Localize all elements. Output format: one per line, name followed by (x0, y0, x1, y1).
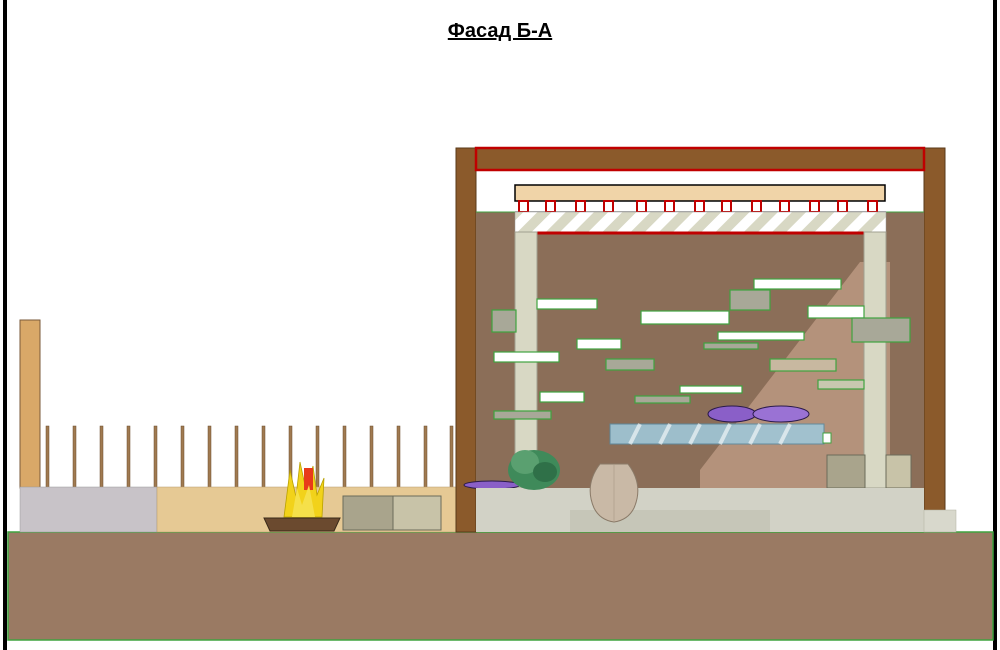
post-left (455, 147, 477, 533)
shrub-icon (508, 450, 560, 490)
rafter-ends (518, 200, 878, 213)
pergola-beam (514, 211, 887, 233)
column-right (863, 231, 887, 489)
drawing-title: Фасад Б-А (447, 20, 553, 42)
water-pool (609, 423, 825, 445)
seat-box (826, 454, 866, 489)
vase-icon (589, 463, 639, 523)
tall-post (19, 319, 41, 489)
crystal-icon (463, 405, 810, 490)
bench-box (342, 495, 394, 531)
floor-step-2 (923, 509, 957, 533)
wall-stones (491, 278, 911, 420)
right-frame-line (993, 0, 997, 650)
pergola-cap (514, 184, 886, 202)
ground (7, 531, 994, 641)
left-frame-line (3, 0, 7, 650)
post-right (923, 147, 946, 513)
plinth-grey (19, 486, 158, 533)
bench-box-2 (392, 495, 442, 531)
top-beam (474, 146, 926, 172)
seat-box-2 (885, 454, 912, 489)
fire-bowl-icon (263, 461, 341, 532)
fence (45, 425, 454, 489)
